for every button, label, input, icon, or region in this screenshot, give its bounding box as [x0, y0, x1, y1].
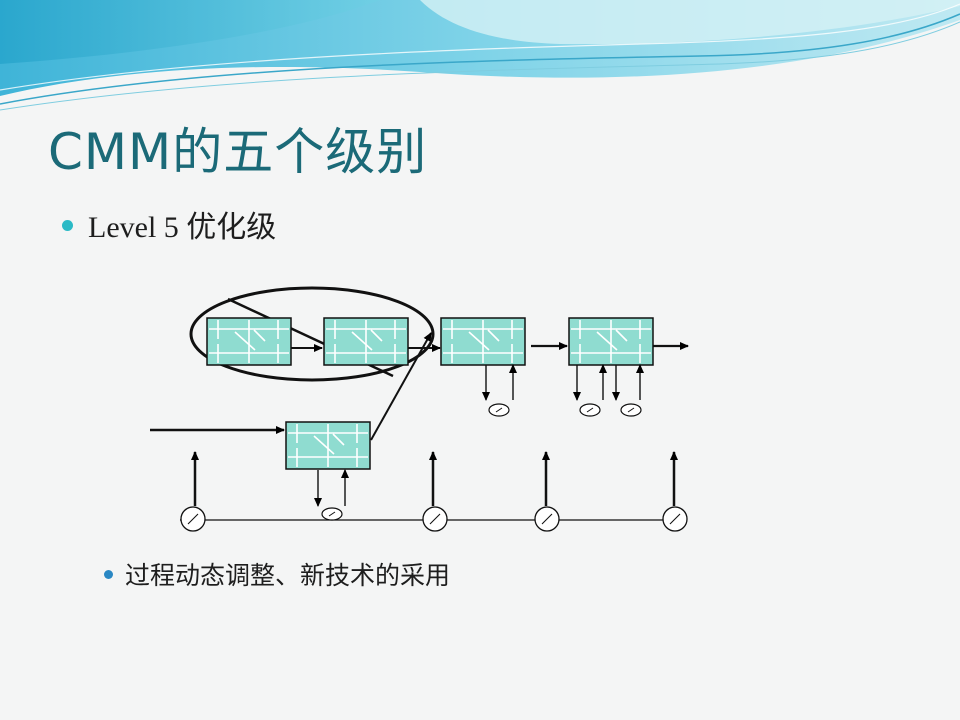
header-wave-decoration	[0, 0, 960, 111]
gauge-large-2	[422, 506, 448, 532]
bullet-level-5-text: Level 5 优化级	[88, 211, 277, 244]
bullet-level-5: Level 5 优化级	[62, 210, 276, 246]
level-5-process-diagram	[150, 286, 689, 532]
gauge-large-1	[180, 506, 206, 532]
process-box-new	[285, 421, 371, 470]
gauge-small-4	[321, 507, 343, 521]
retired-process-ellipse	[189, 286, 435, 382]
process-box-2	[323, 317, 409, 366]
page-title: CMM的五个级别	[48, 123, 428, 181]
gauge-small-1	[488, 403, 510, 417]
bullet-process-adjustment: 过程动态调整、新技术的采用	[104, 561, 450, 591]
process-box-4	[568, 317, 654, 366]
process-box-3	[440, 317, 526, 366]
bullet-dot-small-icon	[104, 570, 113, 579]
bullet-process-adjustment-text: 过程动态调整、新技术的采用	[125, 561, 451, 590]
process-box-1	[206, 317, 292, 366]
gauge-small-3	[620, 403, 642, 417]
bullet-dot-icon	[62, 220, 73, 231]
gauge-large-3	[534, 506, 560, 532]
gauge-small-2	[579, 403, 601, 417]
gauge-large-4	[662, 506, 688, 532]
new-process-arrow	[370, 332, 432, 441]
